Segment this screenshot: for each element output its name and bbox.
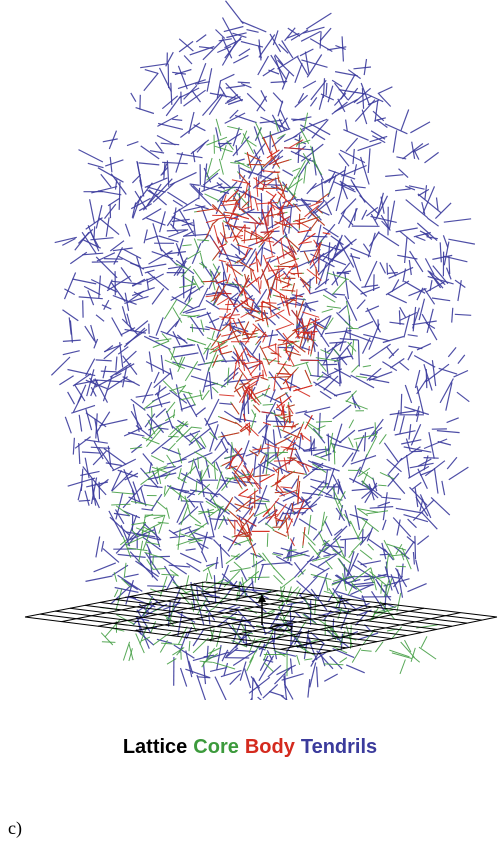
panel-label: c) <box>8 818 22 838</box>
network-3d-visualization <box>24 0 498 700</box>
body-edges <box>196 134 331 556</box>
lattice-ground-grid <box>24 581 498 655</box>
legend-core: Core <box>193 736 239 758</box>
legend-tendrils: Tendrils <box>300 736 378 758</box>
legend-lattice: Lattice <box>122 736 188 758</box>
vertical-axis-marker <box>258 594 293 632</box>
legend-body: Body <box>244 736 295 758</box>
